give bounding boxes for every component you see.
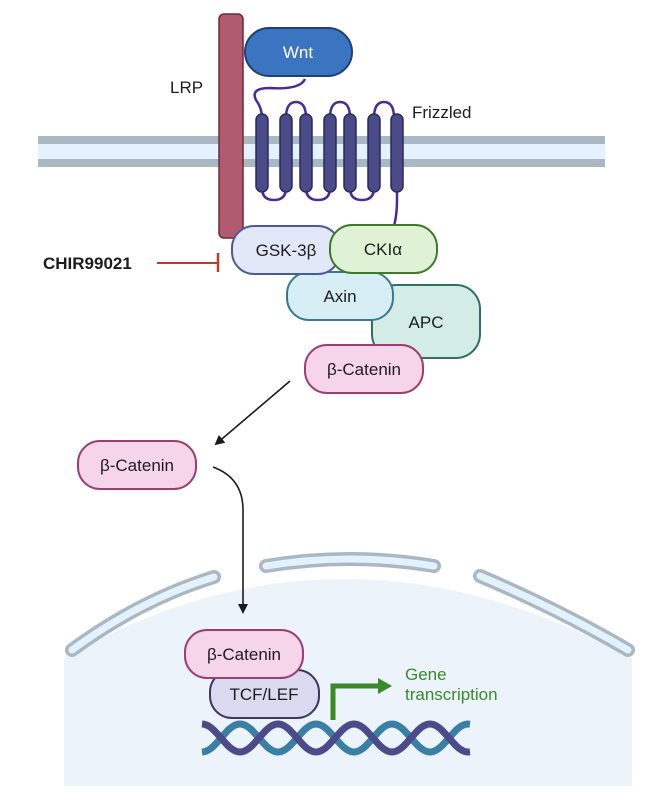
chir99021-inhibition: CHIR99021 — [43, 253, 220, 273]
lrp-receptor — [218, 13, 244, 239]
dna-strand-a — [201, 720, 471, 756]
wnt-label: Wnt — [283, 43, 314, 62]
transcription-label: transcription — [405, 685, 498, 704]
frizzled-helix — [367, 113, 381, 193]
beta-catenin-nucleus-label: β-Catenin — [207, 645, 281, 664]
apc-protein — [371, 284, 481, 359]
beta-catenin-nucleus — [184, 629, 304, 679]
nuclear-envelope-right-lumen — [476, 572, 632, 654]
frizzled-helix — [343, 113, 357, 193]
ck1a-protein — [329, 224, 438, 274]
axin-label: Axin — [323, 287, 356, 306]
nuclear-import-arrow-icon — [212, 466, 248, 614]
frizzled-loops — [253, 78, 399, 227]
destruction-complex: APC Axin GSK-3β CKIα β-Catenin — [231, 224, 481, 394]
nuclear-envelope-middle-lumen — [262, 555, 438, 570]
beta-catenin-cytoplasm — [77, 440, 197, 490]
frizzled-label: Frizzled — [412, 103, 472, 122]
nuclear-envelope-left-lumen — [68, 573, 218, 654]
apc-label: APC — [409, 313, 444, 332]
tcf-lef-label: TCF/LEF — [230, 685, 299, 704]
membrane-inner — [38, 144, 605, 159]
cell-membrane — [38, 136, 605, 167]
inhibitor-label: CHIR99021 — [43, 254, 132, 273]
frizzled-helix — [323, 113, 337, 193]
frizzled-helix — [299, 113, 313, 193]
frizzled-helix — [390, 113, 404, 193]
beta-catenin-cytoplasm-label: β-Catenin — [100, 456, 174, 475]
beta-catenin-complex-label: β-Catenin — [327, 360, 401, 379]
gsk3b-label: GSK-3β — [256, 241, 317, 260]
frizzled-helix — [279, 113, 293, 193]
wnt-ligand — [244, 27, 353, 77]
gene-label: Gene — [405, 665, 447, 684]
dna-helix — [201, 720, 471, 756]
translocation-arrow-icon — [214, 380, 291, 446]
frizzled-helix — [255, 113, 269, 193]
ck1a-label: CKIα — [364, 240, 402, 259]
beta-catenin-complex — [304, 344, 424, 394]
lrp-label: LRP — [170, 78, 203, 97]
frizzled-receptor — [255, 113, 404, 193]
axin-protein — [286, 271, 394, 321]
transcription-start-arrow-icon — [330, 678, 392, 720]
